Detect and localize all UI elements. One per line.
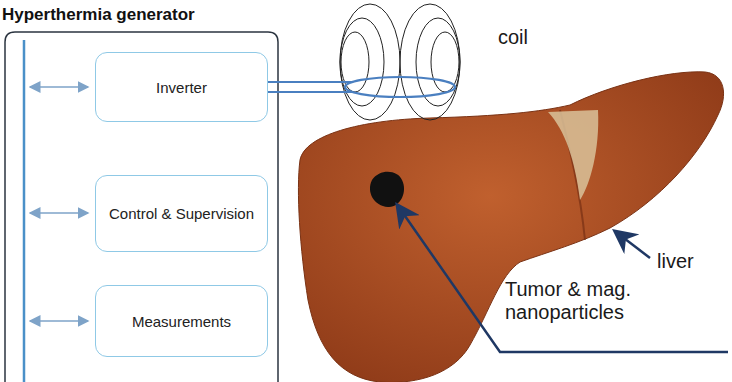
- coil-wire: [268, 91, 352, 93]
- part-label: coil: [498, 26, 528, 49]
- bus-arrow: [30, 320, 88, 322]
- coil-wire: [268, 81, 352, 83]
- ligament: [548, 110, 598, 200]
- process-box: Inverter: [95, 52, 268, 122]
- bus-arrow: [30, 212, 88, 214]
- leader-line: [398, 206, 728, 352]
- bus-arrow: [30, 86, 88, 88]
- box-label: Control & Supervision: [109, 205, 254, 222]
- panel-title: Hyperthermia generator: [2, 5, 199, 25]
- leader-line: [616, 232, 650, 258]
- process-box: Measurements: [95, 285, 268, 357]
- part-label: liver: [655, 250, 696, 273]
- tumor: [370, 172, 404, 207]
- process-box: Control & Supervision: [95, 175, 268, 252]
- box-label: Inverter: [156, 79, 207, 96]
- part-label: Tumor & mag. nanoparticles: [505, 278, 727, 324]
- coil: [345, 77, 455, 97]
- bus-line: [23, 40, 26, 382]
- box-label: Measurements: [132, 313, 231, 330]
- generator-panel: Hyperthermia generatorInverterControl & …: [0, 0, 290, 382]
- field-lines: [340, 4, 460, 120]
- panel-outline: [5, 32, 278, 382]
